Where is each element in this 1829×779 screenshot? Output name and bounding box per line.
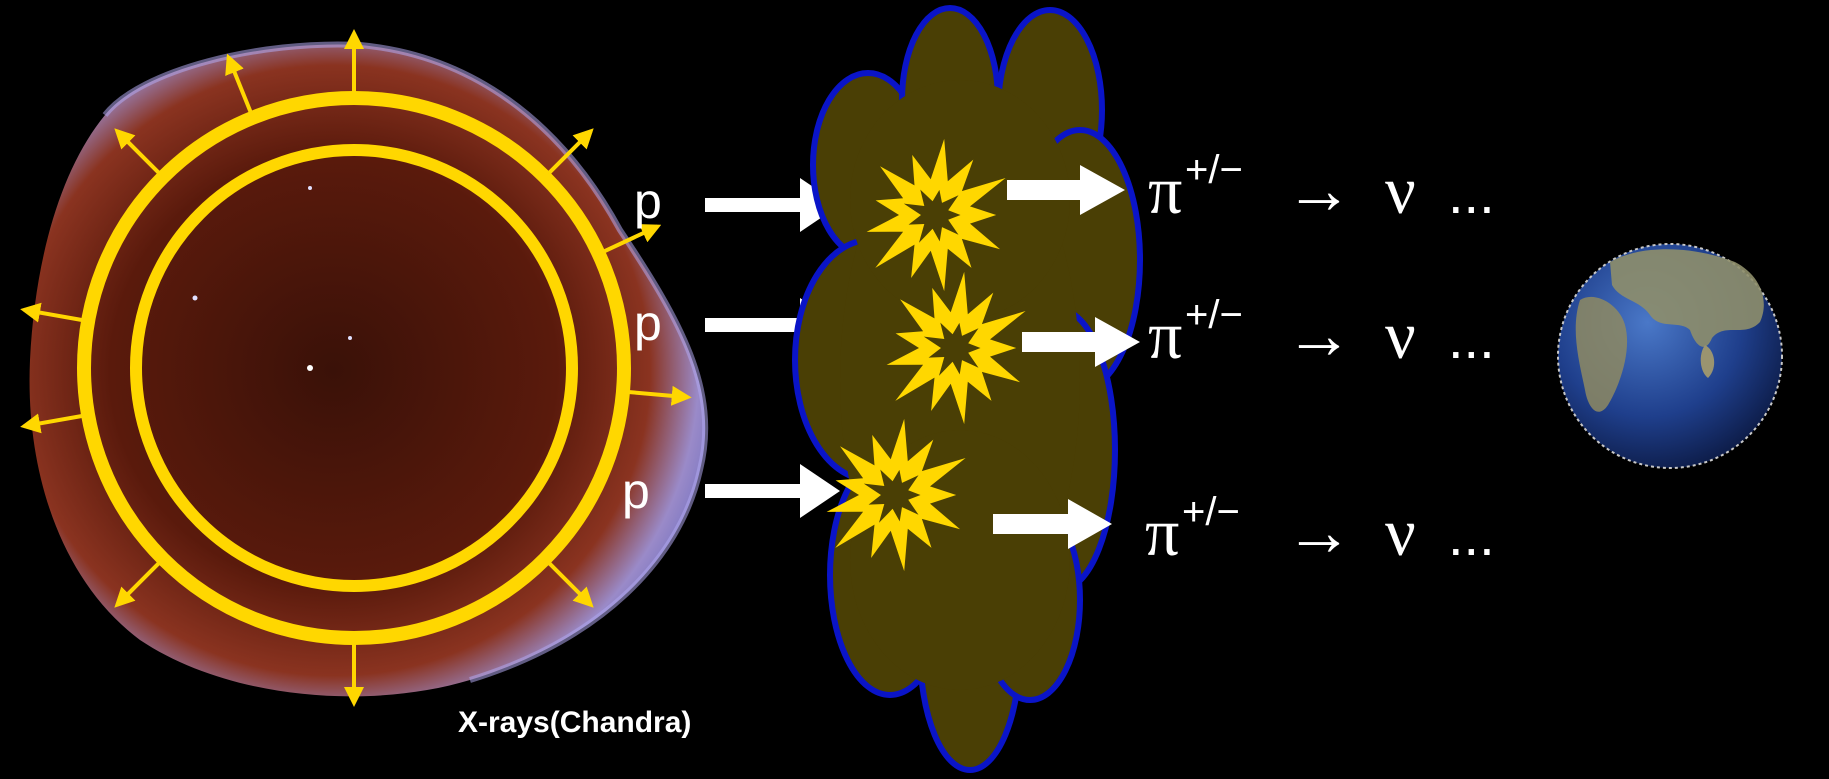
pion-symbol: π (1148, 297, 1182, 373)
molecular-cloud (795, 8, 1140, 770)
ellipsis: ... (1448, 504, 1495, 567)
reaction-line: π +/− → ν ... (1148, 293, 1495, 373)
pion-symbol: π (1145, 494, 1179, 570)
star-dot (348, 336, 352, 340)
proton-label: p (622, 463, 650, 519)
star-dot (307, 365, 313, 371)
decay-arrow: → (1285, 152, 1353, 228)
reaction-line: π +/− → ν ... (1145, 490, 1495, 570)
proton-label: p (634, 295, 662, 351)
pion-charge: +/− (1185, 293, 1243, 337)
reaction-line: π +/− → ν ... (1148, 148, 1495, 228)
neutrino-symbol: ν (1385, 297, 1416, 373)
pion-charge: +/− (1182, 490, 1240, 534)
star-dot (193, 296, 198, 301)
image-caption: X-rays(Chandra) (458, 706, 691, 740)
proton-arrow (705, 464, 840, 518)
proton-label: p (634, 173, 662, 229)
decay-arrow: → (1285, 297, 1353, 373)
neutrino-symbol: ν (1385, 152, 1416, 228)
star-dot (308, 186, 312, 190)
earth-globe (1558, 244, 1782, 468)
neutrino-symbol: ν (1385, 494, 1416, 570)
pion-charge: +/− (1185, 148, 1243, 192)
ellipsis: ... (1448, 162, 1495, 225)
pion-symbol: π (1148, 152, 1182, 228)
decay-arrow: → (1285, 494, 1353, 570)
ellipsis: ... (1448, 307, 1495, 370)
